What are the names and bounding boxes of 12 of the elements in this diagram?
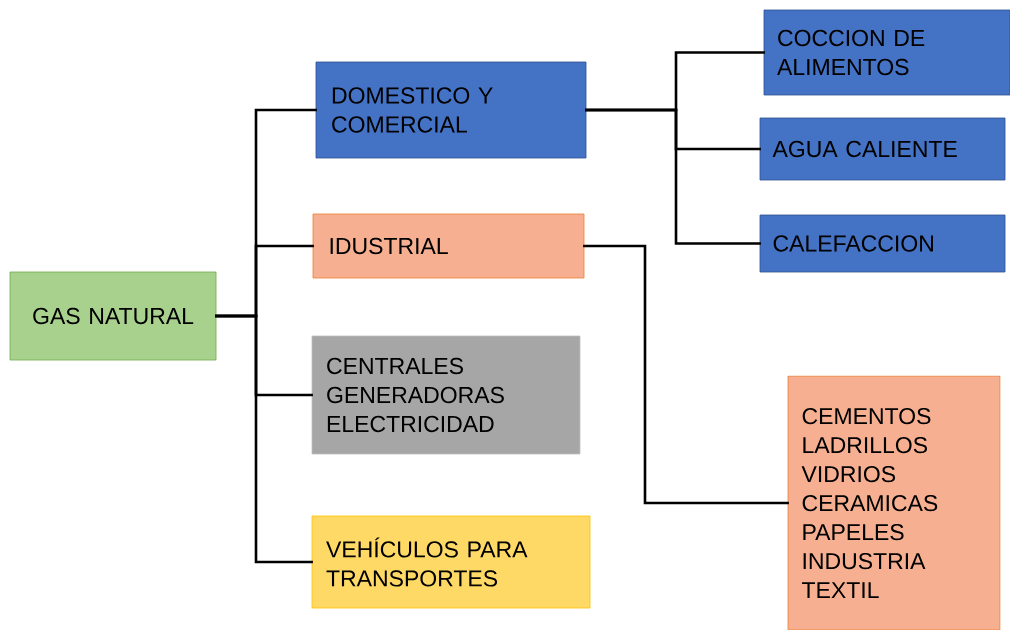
connector-line (215, 314, 313, 564)
connector-line (585, 108, 761, 245)
category-box: VEHÍCULOS PARA TRANSPORTES (311, 515, 591, 609)
connector-line (583, 244, 789, 505)
category-box: CENTRALES GENERADORAS ELECTRICIDAD (311, 335, 581, 455)
category-box: IDUSTRIAL (312, 213, 585, 279)
category-box: CALEFACCION (759, 214, 1006, 273)
category-box: CEMENTOS LADRILLOS VIDRIOS CERAMICAS PAPELES INDUSTRIA TEXTIL (787, 375, 1001, 630)
category-box: AGUA CALIENTE (759, 117, 1006, 181)
source-box: GAS NATURAL (9, 271, 217, 361)
category-box: COCCION DE ALIMENTOS (763, 9, 1010, 96)
category-box: DOMESTICO Y COMERCIAL (315, 61, 587, 159)
